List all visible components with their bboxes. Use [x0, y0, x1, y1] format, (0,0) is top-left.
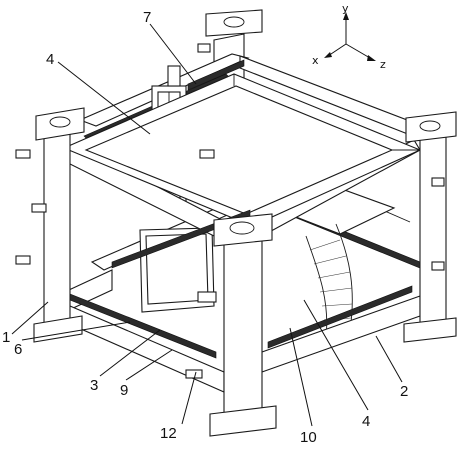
callout-4-upper: 4 [46, 51, 54, 68]
callout-labels: 7 4 1 2 6 3 9 12 10 4 [2, 9, 408, 446]
top-frame [61, 73, 422, 241]
callout-4-lower: 4 [362, 413, 370, 430]
axis-label-y: y [342, 2, 349, 15]
axis-label-x: x [312, 54, 319, 67]
column-front [209, 213, 277, 437]
callout-7: 7 [143, 9, 151, 26]
axis-label-z: z [380, 58, 386, 71]
bottom-frame [55, 209, 421, 393]
column-left [33, 107, 85, 343]
axis-indicator: y x z [312, 2, 386, 71]
callout-6: 6 [14, 341, 22, 358]
callout-1: 1 [2, 329, 10, 346]
callout-2: 2 [400, 383, 408, 400]
callout-12: 12 [160, 425, 177, 442]
curved-guide [305, 223, 353, 339]
callout-3: 3 [90, 377, 98, 394]
callout-9: 9 [120, 382, 128, 399]
leader-lines [11, 23, 403, 427]
side-bolts [15, 43, 445, 379]
column-rear [223, 16, 245, 28]
callout-10: 10 [300, 429, 317, 446]
